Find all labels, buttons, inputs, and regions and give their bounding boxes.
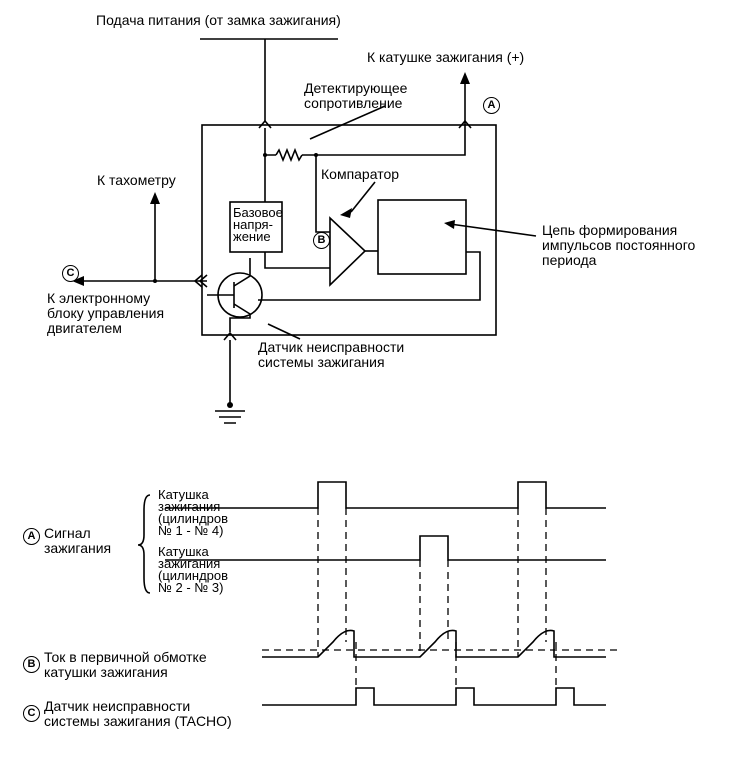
- tacho-signal-label: Датчик неисправности системы зажигания (…: [44, 698, 232, 729]
- marker-a-timing: A: [23, 528, 40, 545]
- ignition-signal-label: Сигнал зажигания: [44, 525, 112, 556]
- pulse-circuit-box: [377, 199, 467, 275]
- ground-symbol: [215, 410, 245, 424]
- tacho-waveform: [262, 687, 606, 706]
- connector-power: [258, 119, 272, 129]
- connector-coil: [458, 119, 472, 129]
- comparator-symbol: [329, 216, 367, 287]
- marker-c: C: [62, 265, 79, 282]
- marker-b: B: [313, 232, 330, 249]
- ignition-bracket: [137, 494, 151, 594]
- primary-current-waveform: [262, 629, 606, 658]
- base-voltage-box: [229, 201, 283, 253]
- pulse-circuit-label: Цепь формирования импульсов постоянного …: [542, 222, 696, 268]
- primary-current-label: Ток в первичной обмотке катушки зажигани…: [44, 649, 207, 680]
- marker-b-timing: B: [23, 656, 40, 673]
- tachometer-label: К тахометру: [97, 172, 176, 188]
- resistor-output-wire: [302, 121, 466, 156]
- coil-2-3-waveform: [165, 535, 606, 561]
- base-voltage-label: Базовое напря- жение: [233, 205, 283, 244]
- to-coil-label: К катушке зажигания (+): [367, 49, 525, 65]
- marker-a: A: [483, 97, 500, 114]
- comparator-label: Компаратор: [321, 166, 400, 182]
- ecu-label: К электронному блоку управления двигател…: [47, 290, 165, 336]
- detect-resistor-label: Детектирующее сопротивление: [304, 80, 408, 111]
- internal-supply-wire: [264, 128, 276, 156]
- marker-c-timing: C: [23, 705, 40, 722]
- detect-resistor-symbol: [275, 147, 303, 163]
- coil-2-3-label: Катушка зажигания (цилиндров № 2 - № 3): [158, 544, 229, 595]
- power-supply-label: Подача питания (от замка зажигания): [96, 12, 341, 28]
- coil-1-4-label: Катушка зажигания (цилиндров № 1 - № 4): [158, 487, 229, 538]
- failure-sensor-label: Датчик неисправности системы зажигания: [258, 339, 405, 370]
- coil-1-4-waveform: [165, 481, 606, 509]
